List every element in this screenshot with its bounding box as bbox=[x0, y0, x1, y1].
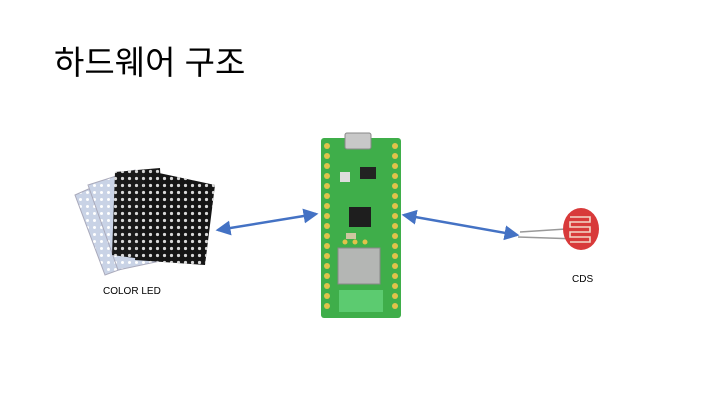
slide-title: 하드웨어 구조 bbox=[54, 44, 246, 81]
arrow-board-cds bbox=[401, 209, 520, 241]
cds-sensor-image bbox=[517, 208, 599, 250]
color-led-label: COLOR LED bbox=[103, 286, 161, 297]
led-matrix-image bbox=[74, 168, 215, 276]
cds-label: CDS bbox=[572, 274, 594, 285]
pico-board-image bbox=[321, 132, 401, 318]
arrow-led-board bbox=[215, 208, 319, 236]
